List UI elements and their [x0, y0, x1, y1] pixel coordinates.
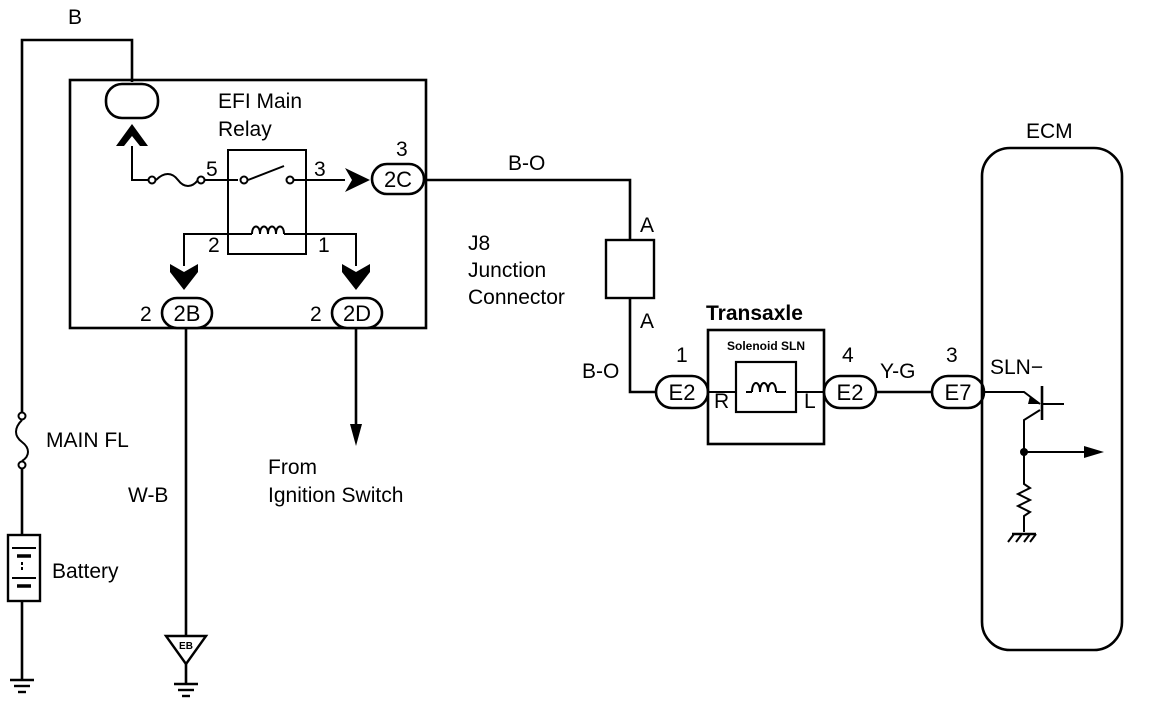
- arrow-down-icon: [350, 424, 362, 446]
- junction-line3: Connector: [468, 286, 565, 309]
- relay-title-line2: Relay: [218, 118, 272, 141]
- relay-pin-5: 5: [206, 158, 218, 181]
- solenoid-label: Solenoid SLN: [727, 339, 805, 353]
- bo-wire-top: B-O: [424, 152, 632, 240]
- ecm-terminal-label: SLN−: [990, 356, 1043, 379]
- arrow-right-icon: [1084, 446, 1104, 458]
- ground-icon: [174, 682, 198, 698]
- transistor-icon: [984, 386, 1064, 452]
- connector-e2-right-pin: 4: [842, 344, 854, 367]
- wire-label-wb: W-B: [128, 484, 168, 507]
- connector-e2-right: E2 4: [822, 344, 878, 410]
- arrow-up-icon: [116, 124, 148, 146]
- ignition-branch: From Ignition Switch: [268, 328, 403, 507]
- relay-title-line1: EFI Main: [218, 90, 302, 113]
- solenoid-terminal-l: L: [804, 390, 816, 413]
- connector-e2-left-pin: 1: [676, 344, 688, 367]
- connector-2c-id: 2C: [384, 167, 412, 192]
- wire-label-yg: Y-G: [880, 360, 915, 383]
- battery-branch: B MAIN FL Battery: [6, 6, 134, 694]
- solenoid-terminal-r: R: [714, 390, 729, 413]
- bo-wire-bottom: B-O: [582, 298, 656, 394]
- ecm: ECM SLN−: [980, 120, 1124, 652]
- solenoid-coil-icon: [746, 382, 786, 393]
- ecm-title: ECM: [1026, 120, 1073, 143]
- connector-2c-pin: 3: [396, 138, 408, 161]
- relay-pin-2: 2: [208, 234, 220, 257]
- battery-symbol: [6, 533, 42, 603]
- transaxle-title: Transaxle: [706, 302, 803, 325]
- connector-2d-id: 2D: [343, 301, 371, 326]
- connector-2c: 2C 3: [370, 138, 426, 196]
- j8-junction-connector: A A J8 Junction Connector: [468, 214, 656, 333]
- ground-point-symbol: [163, 634, 209, 667]
- battery-label: Battery: [52, 560, 119, 583]
- ground-icon: [10, 678, 34, 694]
- wire-label-bo-top: B-O: [508, 152, 545, 175]
- junction-line1: J8: [468, 232, 490, 255]
- transaxle: Transaxle Solenoid SLN R L: [706, 302, 826, 446]
- connector-e2-left: E2 1: [654, 344, 710, 410]
- main-fuse-symbol: [15, 411, 29, 470]
- junction-pin-top: A: [640, 214, 654, 237]
- connector-2d-pin: 2: [310, 303, 322, 326]
- connector-e7: E7 3: [930, 344, 986, 410]
- connector-e7-pin: 3: [946, 344, 958, 367]
- fuse-label: MAIN FL: [46, 429, 129, 452]
- efi-main-relay: EFI Main Relay 5 3 2 1: [68, 78, 428, 330]
- wire-label-b: B: [68, 6, 82, 29]
- connector-2b-id: 2B: [174, 301, 201, 326]
- yg-wire: Y-G: [876, 360, 932, 394]
- junction-line2: Junction: [468, 259, 546, 282]
- connector-2b-pin: 2: [140, 303, 152, 326]
- relay-pin-1: 1: [318, 234, 330, 257]
- relay-top-terminal: [104, 82, 160, 120]
- junction-pin-bottom: A: [640, 310, 654, 333]
- chassis-ground-icon: [1007, 532, 1037, 543]
- connector-2d: 2D 2: [310, 296, 384, 330]
- from-ignition-line1: From: [268, 456, 317, 479]
- from-ignition-line2: Ignition Switch: [268, 484, 403, 507]
- arrow-down-icon: [342, 264, 370, 290]
- resistor-icon: [1015, 452, 1033, 532]
- wire-label-bo-bottom: B-O: [582, 360, 619, 383]
- arrow-down-icon: [170, 264, 198, 290]
- connector-e2-left-id: E2: [669, 380, 696, 405]
- relay-pin-3: 3: [314, 158, 326, 181]
- connector-e2-right-id: E2: [837, 380, 864, 405]
- arrow-right-icon: [345, 168, 370, 192]
- connector-e7-id: E7: [945, 380, 972, 405]
- wb-ground-branch: W-B EB: [128, 328, 209, 698]
- connector-2b: 2B 2: [140, 296, 214, 330]
- ground-point-label: EB: [179, 641, 193, 652]
